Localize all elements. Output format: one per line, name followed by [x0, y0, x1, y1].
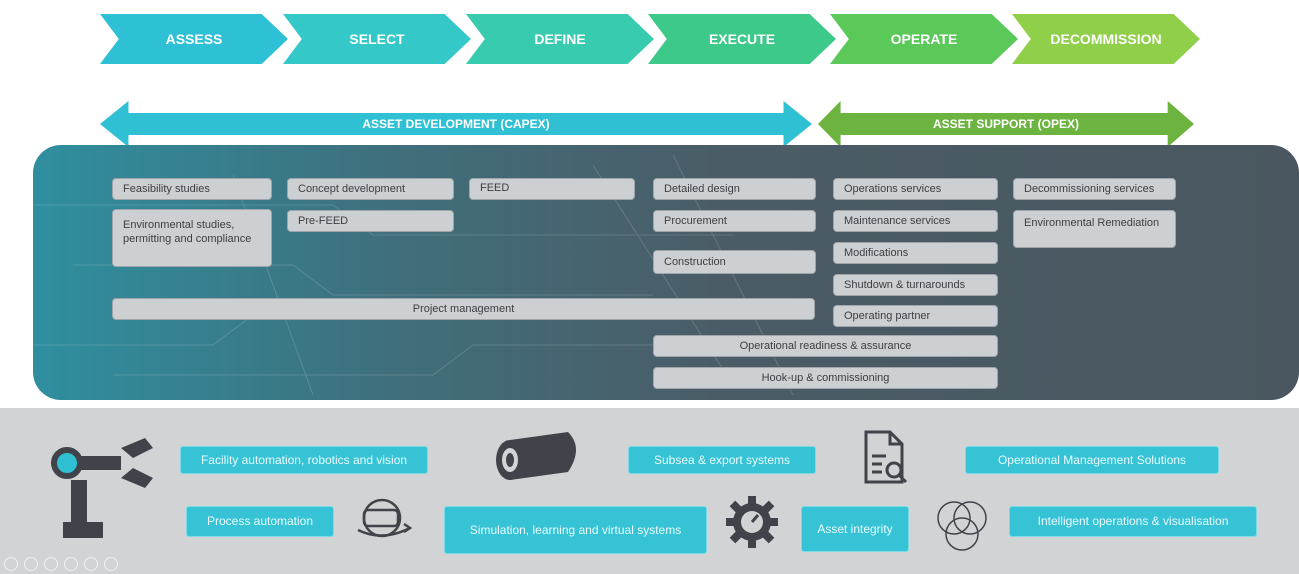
capex-arrow: ASSET DEVELOPMENT (CAPEX) — [100, 101, 812, 147]
box-detailed-design: Detailed design — [653, 178, 816, 200]
box-environmental-studies: Environmental studies, permitting and co… — [112, 209, 272, 267]
pipe-icon — [496, 432, 576, 480]
next-slide-icon[interactable] — [24, 557, 38, 571]
box-hookup-commissioning: Hook-up & commissioning — [653, 367, 998, 389]
services-panel: Feasibility studies Environmental studie… — [33, 145, 1299, 400]
process-automation-button[interactable]: Process automation — [186, 506, 334, 537]
venn-circles-icon — [937, 501, 987, 551]
phase-label: DECOMMISSION — [1050, 31, 1162, 47]
prev-slide-icon[interactable] — [4, 557, 18, 571]
box-shutdown-turnarounds: Shutdown & turnarounds — [833, 274, 998, 296]
slides-grid-icon[interactable] — [64, 557, 78, 571]
box-concept-development: Concept development — [287, 178, 454, 200]
intelligent-operations-button[interactable]: Intelligent operations & visualisation — [1009, 506, 1257, 537]
phase-label: OPERATE — [890, 31, 958, 47]
box-procurement: Procurement — [653, 210, 816, 232]
box-feed: FEED — [469, 178, 635, 200]
phase-decommission: DECOMMISSION — [1012, 14, 1200, 64]
phase-label: EXECUTE — [708, 31, 776, 47]
opex-label: ASSET SUPPORT (OPEX) — [932, 117, 1080, 131]
phase-assess: ASSESS — [100, 14, 288, 64]
gauge-gear-icon — [726, 496, 778, 548]
phase-define: DEFINE — [466, 14, 654, 64]
box-environmental-remediation: Environmental Remediation — [1013, 210, 1176, 248]
operational-management-button[interactable]: Operational Management Solutions — [965, 446, 1219, 474]
box-operating-partner: Operating partner — [833, 305, 998, 327]
box-modifications: Modifications — [833, 242, 998, 264]
box-decommissioning-services: Decommissioning services — [1013, 178, 1176, 200]
box-construction: Construction — [653, 250, 816, 274]
pen-icon[interactable] — [44, 557, 58, 571]
box-feasibility-studies: Feasibility studies — [112, 178, 272, 200]
box-project-management: Project management — [112, 298, 815, 320]
document-search-icon — [864, 430, 908, 484]
facility-automation-button[interactable]: Facility automation, robotics and vision — [180, 446, 428, 474]
zoom-icon[interactable] — [84, 557, 98, 571]
box-maintenance-services: Maintenance services — [833, 210, 998, 232]
phase-operate: OPERATE — [830, 14, 1018, 64]
phase-execute: EXECUTE — [648, 14, 836, 64]
robot-arm-icon — [51, 438, 153, 538]
opex-arrow: ASSET SUPPORT (OPEX) — [818, 101, 1194, 147]
subsea-export-button[interactable]: Subsea & export systems — [628, 446, 816, 474]
capex-label: ASSET DEVELOPMENT (CAPEX) — [362, 117, 550, 131]
phase-label: DEFINE — [534, 31, 586, 47]
vr-headset-icon — [357, 498, 413, 538]
simulation-learning-button[interactable]: Simulation, learning and virtual systems — [444, 506, 707, 554]
asset-integrity-button[interactable]: Asset integrity — [801, 506, 909, 552]
box-pre-feed: Pre-FEED — [287, 210, 454, 232]
box-operations-services: Operations services — [833, 178, 998, 200]
phase-label: SELECT — [349, 31, 405, 47]
box-operational-readiness: Operational readiness & assurance — [653, 335, 998, 357]
more-options-icon[interactable] — [104, 557, 118, 571]
phase-select: SELECT — [283, 14, 471, 64]
phase-label: ASSESS — [165, 31, 223, 47]
